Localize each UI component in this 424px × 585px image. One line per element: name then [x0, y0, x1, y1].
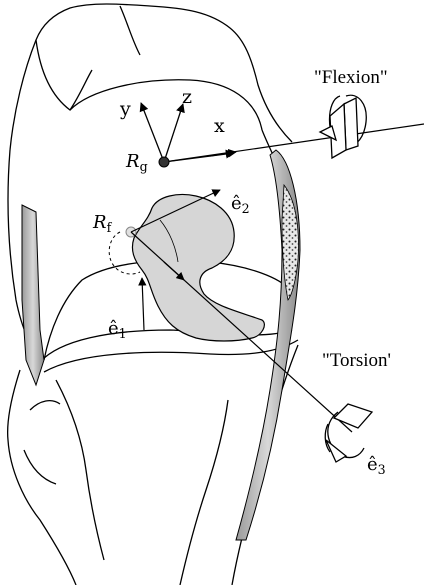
femur-outline [8, 4, 292, 360]
flexion-label: "Flexion" [314, 68, 388, 87]
rg-label: Rg [126, 153, 148, 171]
tibia-outline [8, 330, 298, 585]
axis-y-label: y [120, 100, 131, 119]
torsion-rotation-icon [325, 404, 372, 462]
rf-label: Rf [93, 214, 111, 232]
flexion-axis-arrowhead [210, 152, 236, 156]
e1-vector-arrow [142, 278, 144, 330]
rg-origin-dot [159, 157, 169, 167]
axis-x-label: x [214, 117, 225, 136]
flexion-rotation-icon [320, 95, 366, 158]
torsion-label: "Torsion' [322, 351, 391, 370]
e3-label: ê3 [367, 456, 386, 474]
lateral-ligament-strip [22, 205, 44, 385]
axis-z-arrow [164, 104, 183, 162]
axis-z-label: z [182, 88, 192, 107]
e2-label: ê2 [231, 195, 250, 213]
e1-label: ê1 [108, 320, 127, 338]
flexion-axis-line [164, 124, 424, 162]
